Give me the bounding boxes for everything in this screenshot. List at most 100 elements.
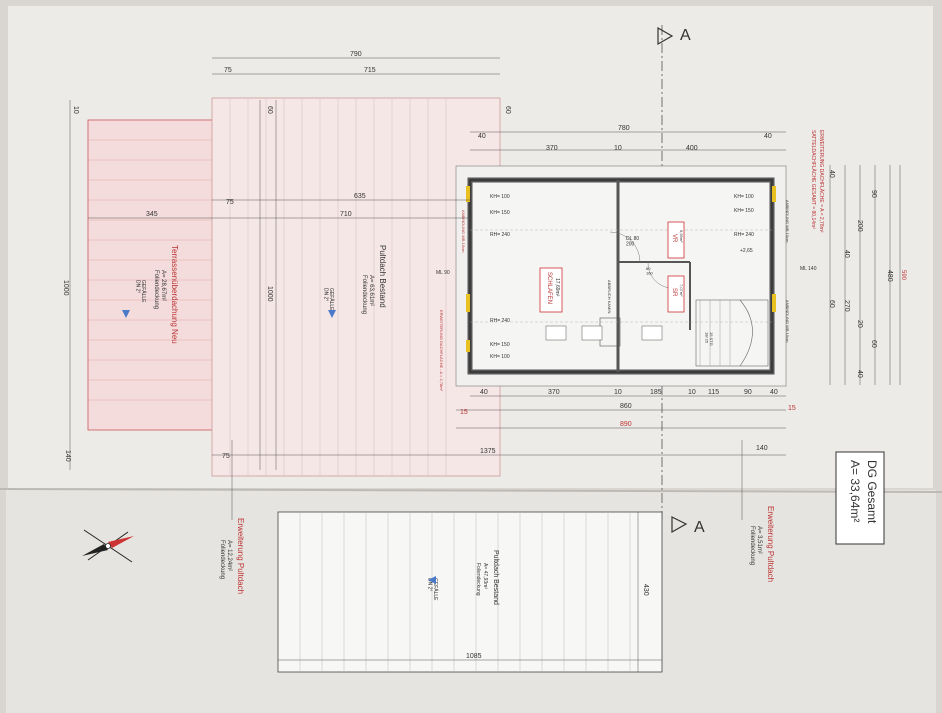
dim-vr-1: 480 <box>886 270 893 282</box>
dim-vr-5: 270 <box>843 300 850 312</box>
dim-vl-1: 60 <box>504 106 511 114</box>
dim-bottom-2: 10 <box>614 389 622 396</box>
dim-vr-6: 20 <box>856 320 863 328</box>
anbindung-left: ANBINDUNG WB 10cm <box>461 210 466 253</box>
slope-arrow-icon <box>328 310 336 318</box>
dim-bottom-1: 370 <box>548 389 560 396</box>
window-markers <box>545 325 663 341</box>
dg-gesamt-box: DG Gesamt A= 33,64m² <box>835 451 885 545</box>
compass-icon <box>82 529 134 563</box>
dim-top-1: 75 <box>224 67 232 74</box>
dim-top2-3: 370 <box>546 145 558 152</box>
room-schlafen-area: 17,69m² <box>554 278 560 297</box>
dim-bottom-6: 90 <box>744 389 752 396</box>
right-dimensions <box>829 165 901 385</box>
terrasse-cover: Foliendeckung <box>153 270 159 309</box>
rh240c: RH= 240 <box>734 232 754 238</box>
room-schlafen-name: SCHLAFEN <box>546 272 552 304</box>
roof-pultdach-bottom: Pultdach Bestand A= 47,93m² Foliendeckun… <box>277 511 663 673</box>
pultdach-bottom-cover: Foliendeckung <box>475 563 481 596</box>
room-vr-area: 6,99m² <box>679 230 684 243</box>
section-mark-bottom: A <box>694 519 705 536</box>
dim-top2-4: 10 <box>614 145 622 152</box>
terrasse-area: A= 28,67m² <box>160 270 166 301</box>
anbindung-top: ANBINDUNG WB 10cm <box>785 200 790 243</box>
section-arrow-bottom <box>671 516 688 534</box>
dim-bottom-7: 40 <box>770 389 778 396</box>
dim-bottom-3: 185 <box>650 389 662 396</box>
dim-br-0: 430 <box>642 584 649 596</box>
rh240a: RH= 240 <box>490 232 510 238</box>
kh150c: KH= 150 <box>734 208 754 214</box>
dim-top-0: 790 <box>350 51 362 58</box>
dim-top2-2: 40 <box>764 133 772 140</box>
room-sr-name: SR <box>671 288 677 297</box>
pultdach-bottom-title: Pultdach Bestand <box>492 550 499 605</box>
dim-bottom-5: 115 <box>708 389 719 396</box>
kh100b: KH= 100 <box>490 354 510 360</box>
erw-right-cover: Foliendeckung <box>749 526 755 565</box>
dim-vr-9: 60 <box>828 300 835 308</box>
dim-top2-0: 780 <box>618 125 630 132</box>
erw-left-title: Erweiterung Pultdach <box>236 518 245 594</box>
dim-bottom-12: 1375 <box>480 448 496 455</box>
dim-left-3: 710 <box>340 211 352 218</box>
terrasse-slope: GEFÄLLEDN 2° <box>135 280 148 303</box>
terrasse-title: Terrassenüberdachung Neu <box>170 245 179 344</box>
dim-left-1: 75 <box>226 199 234 206</box>
sattel-line1: SATTELDACHFLÄCHE GESAMT = 80,14m² <box>810 130 817 229</box>
dim-vl-3: 1000 <box>62 280 69 296</box>
dim-bottom-10: 15 <box>788 405 796 412</box>
room-label-sr <box>667 275 685 313</box>
dim-vr-3: 200 <box>856 220 863 232</box>
erw-left-cover: Foliendeckung <box>219 540 225 579</box>
roof-terrasse: Terrassenüberdachung Neu A= 28,67m² Foli… <box>87 119 217 431</box>
dim-vr-7: 60 <box>870 340 877 348</box>
anbindung-bottom: ANBINDUNG WB 10cm <box>785 300 790 343</box>
erw-right-area: A= 3,51m² <box>756 526 762 554</box>
kh100c: KH= 100 <box>734 194 754 200</box>
erw-dach-left: ERWEITERUNG DACHFLÄCHE - A = 2,78m² <box>439 310 444 392</box>
dim-top2-5: 400 <box>686 145 698 152</box>
section-mark-top: A <box>680 27 691 44</box>
pultdach-bottom-area: A= 47,93m² <box>482 563 488 589</box>
dim-bottom-4: 10 <box>688 389 696 396</box>
dim-vr-2: 90 <box>870 190 877 198</box>
erw-right-title: Erweiterung Pultdach <box>766 506 775 582</box>
dim-left-0: 345 <box>146 211 158 218</box>
stairs-label: 15 STG18/ 25 <box>705 332 714 346</box>
kh150b: KH= 150 <box>490 342 510 348</box>
dim-top-2: 715 <box>364 67 376 74</box>
slope-arrow-icon <box>428 576 436 584</box>
room-label-vr <box>667 221 685 259</box>
rh240b: RH= 240 <box>490 318 510 324</box>
room-label-schlafen <box>539 267 563 313</box>
dim-vl-4: 1000 <box>266 286 273 302</box>
dim-bottom-14: 140 <box>756 445 768 452</box>
kh150a: KH= 150 <box>490 210 510 216</box>
dim-bottom-13: 75 <box>222 453 230 460</box>
dg-floor-plan: ABBRUCH KAMIN SCHLAFEN 17,69m² VR 6,99m²… <box>436 165 817 392</box>
dim-bottom-11: 890 <box>620 421 632 428</box>
kh100a: KH= 100 <box>490 194 510 200</box>
dim-bottom-0: 40 <box>480 389 488 396</box>
dim-vr-8: 40 <box>856 370 863 378</box>
dim-vr-10: 40 <box>828 170 835 178</box>
pultdach-top-title: Pultdach Bestand <box>378 245 387 308</box>
dim-top2-1: 40 <box>478 133 486 140</box>
top-dimensions <box>88 57 786 456</box>
dim-vl-5: 140 <box>64 450 71 462</box>
dim-bottom-8: 15 <box>460 409 468 416</box>
slope-arrow-icon <box>122 310 130 318</box>
erw-left-area: A= 12,24m² <box>226 540 232 571</box>
ml140: ML 140 <box>800 266 817 272</box>
pultdach-top-area: A= 63,61m² <box>368 275 374 306</box>
pultdach-top-slope: GEFÄLLEDN 2° <box>323 288 336 311</box>
dg-gesamt-title: DG Gesamt <box>865 460 879 524</box>
room-sr-area: 7,07m² <box>679 284 684 297</box>
dim-vr-4: 40 <box>843 250 850 258</box>
dim-vl-2: 60 <box>266 106 273 114</box>
